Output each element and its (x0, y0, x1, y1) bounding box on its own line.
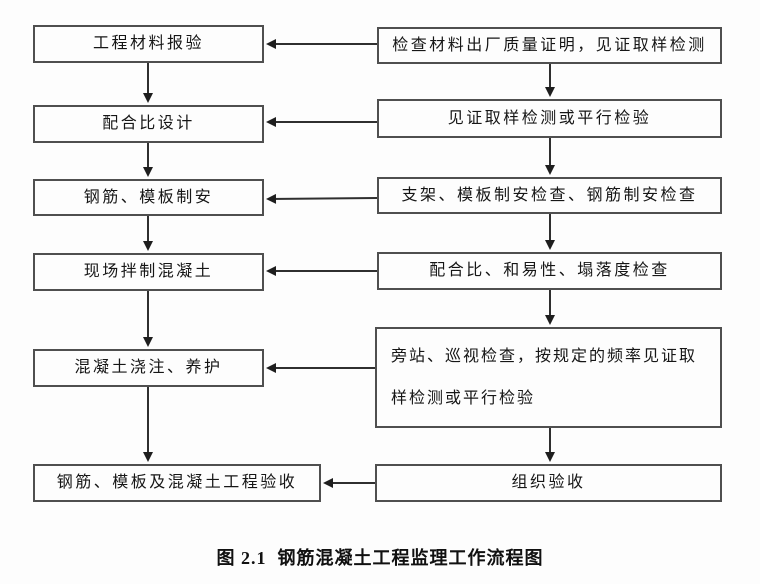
flow-box-mix-workability-slump-check: 配合比、和易性、塌落度检查 (377, 252, 722, 290)
flow-box-organize-acceptance: 组织验收 (375, 464, 722, 502)
flow-box-factory-quality-certificate-check: 检查材料出厂质量证明，见证取样检测 (377, 27, 722, 64)
flow-box-concrete-pouring-curing: 混凝土浇注、养护 (33, 349, 264, 387)
flow-box-works-acceptance: 钢筋、模板及混凝土工程验收 (33, 464, 321, 502)
flow-box-support-formwork-rebar-check: 支架、模板制安检查、钢筋制安检查 (377, 177, 722, 214)
figure-caption: 图 2.1 钢筋混凝土工程监理工作流程图 (216, 548, 544, 568)
flow-box-witness-sampling-or-parallel-testing: 见证取样检测或平行检验 (377, 99, 722, 138)
flow-box-side-station-patrol-inspection: 旁站、巡视检查，按规定的频率见证取样检测或平行检验 (375, 327, 722, 428)
flow-box-material-submission: 工程材料报验 (33, 25, 264, 63)
flow-box-mix-ratio-design: 配合比设计 (33, 105, 264, 143)
arrow-left-row-3 (266, 193, 378, 204)
flow-box-rebar-formwork-installation: 钢筋、模板制安 (33, 179, 264, 216)
flow-box-onsite-concrete-mixing: 现场拌制混凝土 (33, 253, 264, 291)
